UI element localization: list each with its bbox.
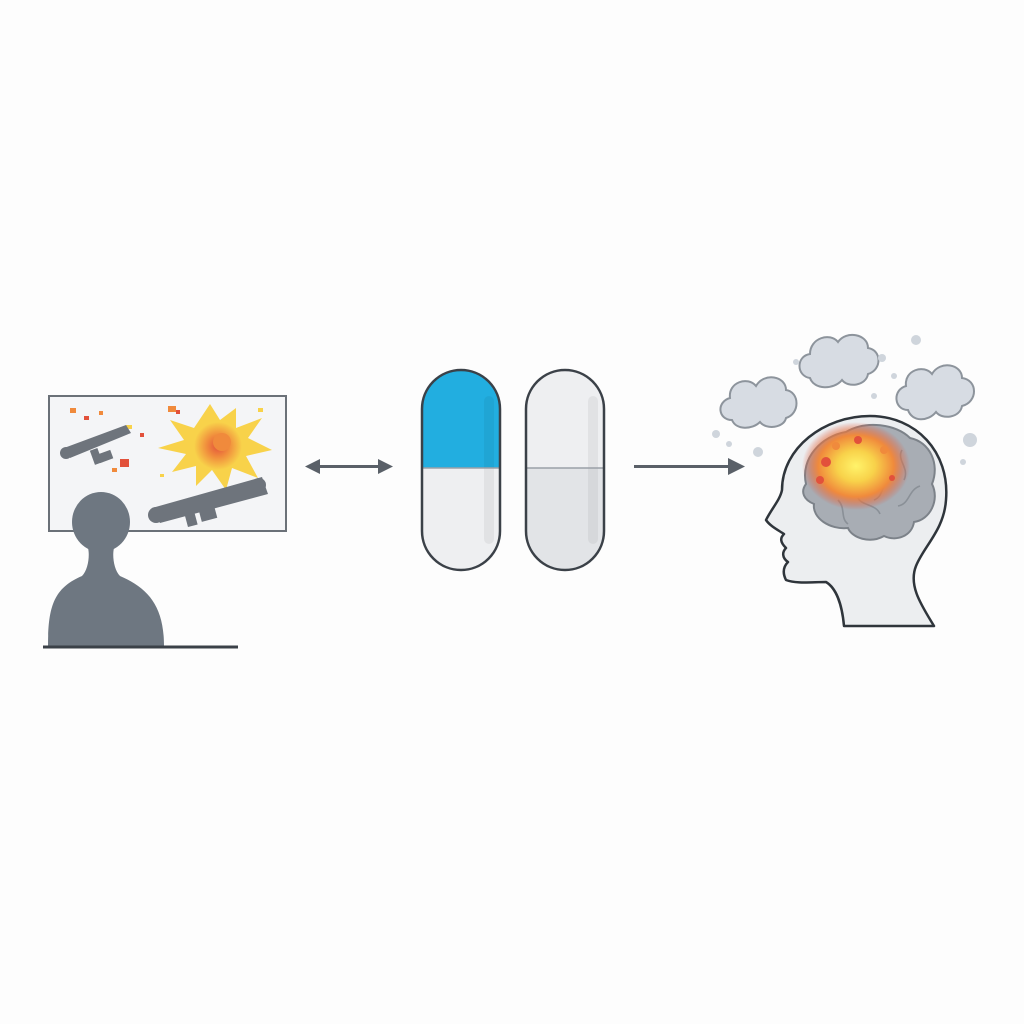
activated-brain-icon [802,422,936,541]
right-arrow-icon [634,458,745,475]
explosion-icon [158,404,272,490]
capsule-outline [524,368,606,572]
violent-video-screen-icon [48,395,287,532]
thought-cloud-icon-3 [895,364,975,421]
rifle-icon-2 [148,477,268,528]
capsule-top-half [422,370,500,468]
capsule-shading [484,396,494,544]
thought-cloud-icon-2 [798,333,880,389]
capsule-bottom-half [422,468,500,570]
capsule-bottom-half [526,468,604,570]
capsule-shading [588,396,598,544]
capsule-outline [420,368,502,572]
capsule-top-half [526,370,604,468]
thought-clouds [712,333,977,465]
person-silhouette-icon [43,492,238,649]
capsule-pill-icon [420,368,606,572]
rifle-icon [60,425,131,465]
thought-cloud-icon [719,376,798,429]
capsule-1 [420,368,502,572]
double-headed-arrow-icon [305,459,393,474]
brain-hot-spots [816,436,895,484]
viewer-group [43,395,287,649]
capsule-2 [524,368,606,572]
thought-bubbles [712,335,977,465]
